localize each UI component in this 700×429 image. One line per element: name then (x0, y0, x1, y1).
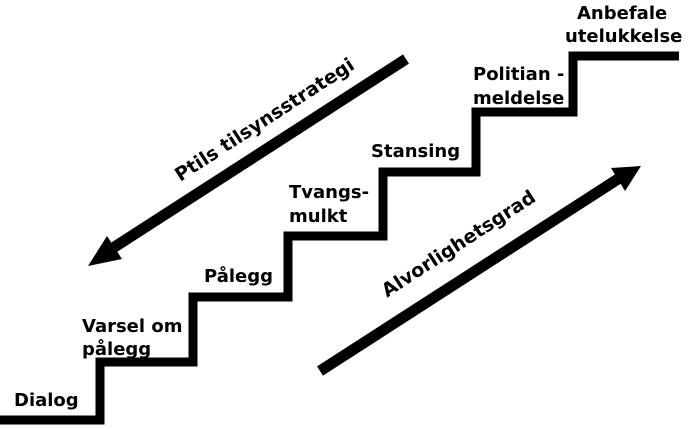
step-label-dialog: Dialog (14, 390, 79, 411)
step-label-tvangsmulkt-line2: mulkt (289, 206, 348, 227)
step-label-varsel-line2: pålegg (82, 338, 151, 360)
step-label-politianmeldelse-line2: meldelse (473, 88, 564, 109)
strategy-arrow-label: Ptils tilsynsstrategi (171, 54, 358, 186)
staircase-line (0, 51, 679, 425)
step-label-anbefale-line1: Anbefale (577, 3, 667, 24)
step-label-varsel-line1: Varsel om (82, 316, 182, 337)
step-label-palegg: Pålegg (204, 265, 273, 287)
strategy-arrowhead-icon (88, 236, 122, 266)
severity-arrowhead-icon (611, 166, 641, 191)
step-label-politianmeldelse-line1: Politian - (473, 64, 564, 85)
step-label-stansing: Stansing (371, 141, 460, 162)
step-label-anbefale-line2: utelukkelse (565, 26, 682, 47)
step-label-tvangsmulkt-line1: Tvangs- (289, 182, 369, 203)
